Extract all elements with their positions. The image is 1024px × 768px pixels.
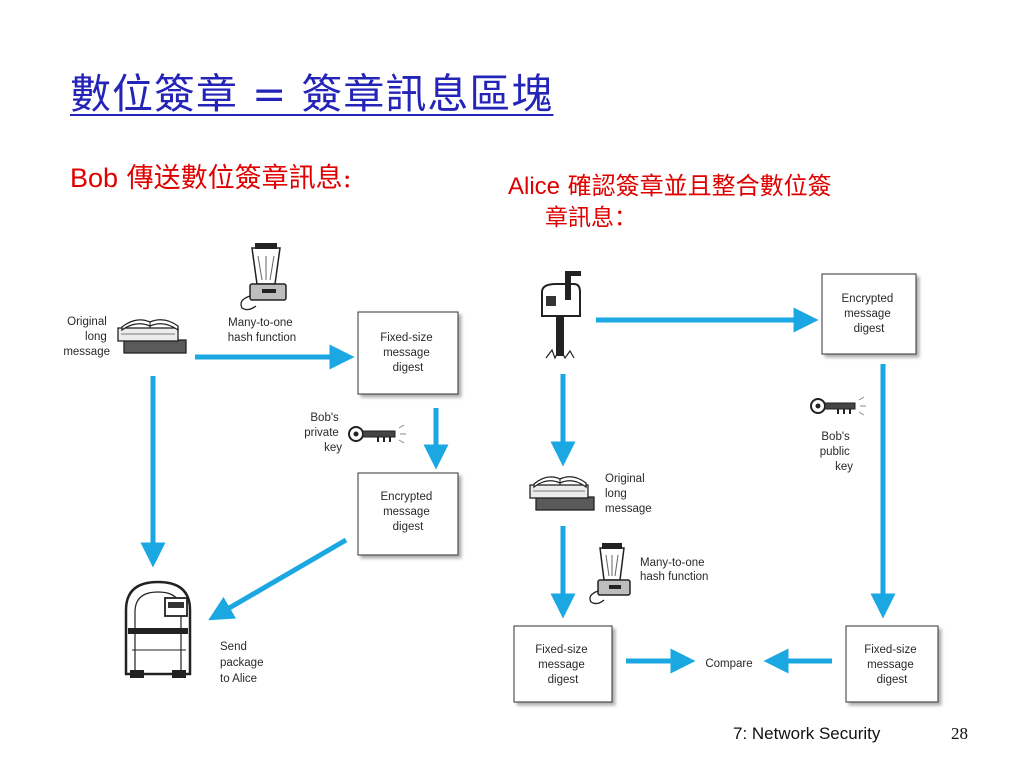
bob-hash-blender-icon xyxy=(240,243,287,311)
bob-send-label: Send package to Alice xyxy=(220,641,267,685)
bob-private-key-label: Bob's private key xyxy=(304,412,342,454)
bob-encrypted-label: Encrypted message digest xyxy=(381,491,436,533)
page-number: 28 xyxy=(951,724,968,743)
bob-heading-name: Bob xyxy=(70,163,119,193)
bob-message-label: Original long message xyxy=(63,316,110,358)
alice-heading-name: Alice xyxy=(508,173,561,200)
alice-computed-digest-box xyxy=(513,625,613,703)
alice-hash-label: Many-to-one hash function xyxy=(640,557,708,583)
slide-title: 數位簽章 = 簽章訊息區塊 xyxy=(70,70,554,118)
alice-book-stack-icon xyxy=(529,476,595,511)
bob-encrypted-digest-box xyxy=(357,472,459,556)
bob-arrows xyxy=(140,344,449,621)
alice-mailbox-icon xyxy=(541,271,581,360)
bob-book-stack-icon xyxy=(117,319,187,354)
alice-encrypted-label: Encrypted message digest xyxy=(842,293,897,335)
alice-message-label: Original long message xyxy=(605,473,652,515)
footer-title: 7: Network Security xyxy=(733,724,881,743)
alice-decrypted-digest-box xyxy=(845,625,939,703)
alice-encrypted-digest-box xyxy=(821,273,917,355)
bob-digest-label: Fixed-size message digest xyxy=(380,332,436,374)
compare-label: Compare xyxy=(705,658,752,670)
bob-hash-label: Many-to-one hash function xyxy=(228,317,296,344)
alice-hash-blender-icon xyxy=(589,543,631,605)
arrow-encrypted-to-mailbox xyxy=(208,537,348,621)
bob-private-key-icon xyxy=(348,424,406,444)
bob-mailbox-icon xyxy=(124,580,192,678)
bob-heading: Bob 傳送數位簽章訊息: xyxy=(70,156,352,195)
alice-heading-line2: 章訊息： xyxy=(545,205,637,231)
alice-arrows xyxy=(550,307,896,674)
alice-heading: Alice 確認簽章並且整合數位簽 xyxy=(508,166,832,201)
alice-public-key-label: Bob's public key xyxy=(820,431,854,473)
bob-digest-box xyxy=(357,311,459,395)
alice-public-key-icon xyxy=(810,396,866,416)
alice-heading-text: 確認簽章並且整合數位簽 xyxy=(560,172,832,200)
bob-heading-text: 傳送數位簽章訊息: xyxy=(118,163,352,194)
alice-computed-digest-label: Fixed-size message digest xyxy=(535,644,591,686)
alice-decrypted-digest-label: Fixed-size message digest xyxy=(864,644,920,686)
